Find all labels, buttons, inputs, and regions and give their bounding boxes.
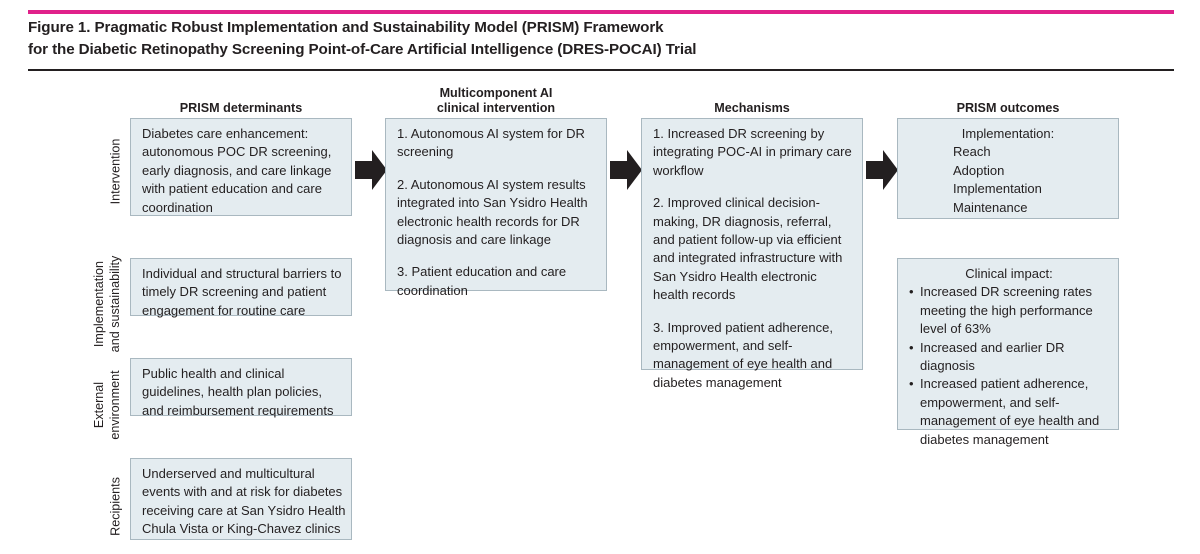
outcomes-implementation-text: Implementation: Reach Adoption Implement… bbox=[909, 125, 1107, 217]
outcomes-clinical-impact-list: Increased DR screening rates meeting the… bbox=[909, 283, 1109, 449]
outcomes-implementation-item-implementation: Implementation bbox=[953, 181, 1042, 197]
multicomponent-ai-text: 1. Autonomous AI system for DR screening… bbox=[397, 125, 599, 300]
mechanisms-item-1: 1. Increased DR screening by integrating… bbox=[653, 126, 852, 178]
arrow-mechanisms-to-outcomes bbox=[866, 150, 898, 195]
determinants-implementation-box bbox=[130, 258, 352, 316]
determinants-implementation-text: Individual and structural barriers to ti… bbox=[142, 266, 342, 318]
multicomponent-ai-item-2: 2. Autonomous AI system results integrat… bbox=[397, 176, 588, 248]
outcomes-implementation-item-adoption: Adoption bbox=[953, 162, 1005, 178]
header-divider-rule bbox=[28, 69, 1174, 71]
mechanisms-item-2: 2. Improved clinical decision-making, DR… bbox=[653, 195, 843, 303]
column-header-multicomponent-ai: Multicomponent AI clinical intervention bbox=[385, 86, 607, 116]
outcomes-implementation-heading: Implementation: bbox=[961, 126, 1055, 141]
determinants-recipients-box bbox=[130, 458, 352, 540]
determinants-intervention-text: Diabetes care enhancement: autonomous PO… bbox=[142, 126, 332, 215]
arrow-intervention-to-mechanisms bbox=[610, 150, 642, 195]
arrow-determinants-to-intervention bbox=[355, 150, 387, 195]
mechanisms-box bbox=[641, 118, 863, 370]
row-label-intervention-line-1: Intervention bbox=[108, 138, 123, 205]
row-label-external-line-1: External bbox=[92, 381, 106, 429]
determinants-recipients-text: Underserved and multicultural events wit… bbox=[142, 466, 346, 537]
column-header-prism-determinants: PRISM determinants bbox=[179, 101, 303, 115]
outcomes-implementation-item-maintenance: Maintenance bbox=[953, 199, 1028, 215]
figure-title-line-2: for the Diabetic Retinopathy Screening P… bbox=[28, 40, 697, 58]
outcomes-clinical-impact-heading: Clinical impact: bbox=[965, 266, 1053, 281]
figure-title-line-1: Figure 1. Pragmatic Robust Implementatio… bbox=[28, 19, 664, 36]
outcomes-implementation-box bbox=[897, 118, 1119, 219]
column-header-mechanisms: Mechanisms bbox=[714, 101, 790, 115]
determinants-intervention-box bbox=[130, 118, 352, 216]
column-header-multicomponent-ai-line-1: Multicomponent AI bbox=[439, 86, 553, 100]
outcomes-clinical-impact-item-2: Increased and earlier DR diagnosis bbox=[909, 339, 1109, 376]
accent-rule bbox=[28, 10, 1174, 14]
column-header-prism-outcomes: PRISM outcomes bbox=[956, 101, 1060, 115]
determinants-external-text: Public health and clinical guidelines, h… bbox=[142, 366, 334, 418]
row-label-intervention: Intervention bbox=[109, 117, 124, 227]
multicomponent-ai-item-1: 1. Autonomous AI system for DR screening bbox=[397, 126, 585, 160]
outcomes-clinical-impact-item-3: Increased patient adherence, empowerment… bbox=[909, 375, 1109, 449]
mechanisms-text: 1. Increased DR screening by integrating… bbox=[653, 125, 855, 392]
figure-title: Figure 1. Pragmatic Robust Implementatio… bbox=[28, 17, 1128, 60]
outcomes-implementation-item-reach: Reach bbox=[953, 144, 991, 160]
column-header-multicomponent-ai-line-2: clinical intervention bbox=[436, 101, 556, 115]
row-label-external-line-2: environment bbox=[108, 370, 122, 440]
multicomponent-ai-item-3: 3. Patient education and care coordinati… bbox=[397, 264, 567, 298]
mechanisms-item-3: 3. Improved patient adherence, empowerme… bbox=[653, 319, 833, 390]
outcomes-clinical-impact-item-1: Increased DR screening rates meeting the… bbox=[909, 283, 1109, 338]
determinants-external-box bbox=[130, 358, 352, 416]
outcomes-clinical-impact-text: Clinical impact: Increased DR screening … bbox=[909, 265, 1109, 449]
row-label-recipients-line-1: Recipients bbox=[108, 477, 123, 536]
row-label-external-environment: External environment bbox=[91, 346, 123, 464]
row-label-recipients: Recipients bbox=[109, 458, 124, 554]
multicomponent-ai-box bbox=[385, 118, 607, 291]
